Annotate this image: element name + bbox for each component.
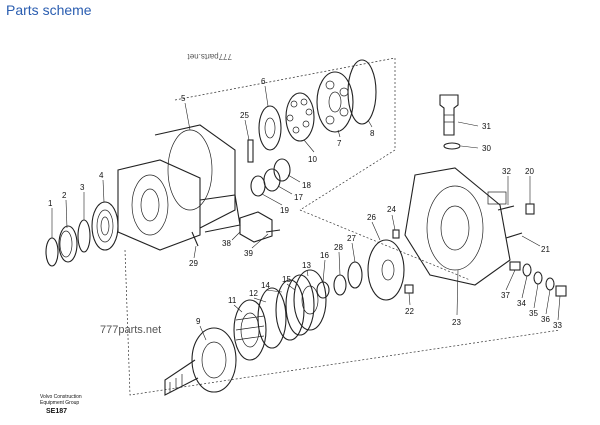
callout-27: 27 <box>347 234 356 243</box>
callout-26: 26 <box>367 213 376 222</box>
part-8-snap-ring <box>347 59 377 125</box>
part-37-plug <box>509 261 521 271</box>
callout-18: 18 <box>302 181 311 190</box>
part-21-bolt <box>505 232 523 239</box>
leader-lines <box>51 85 561 341</box>
callout-23: 23 <box>452 318 461 327</box>
callout-9: 9 <box>196 317 201 326</box>
part-25-pin <box>247 139 254 163</box>
callout-25: 25 <box>240 111 249 120</box>
part-17-ring <box>263 168 281 192</box>
callout-35: 35 <box>529 309 538 318</box>
part-14-disc <box>275 279 305 341</box>
part-30-oring <box>443 142 461 150</box>
caption-line1: Volvo Construction <box>40 394 82 400</box>
part-39-bolt <box>265 229 281 233</box>
part-35-ring <box>533 271 543 285</box>
exploded-parts-diagram: 1 2 3 4 5 6 7 8 9 10 11 12 13 14 15 16 1… <box>40 52 567 415</box>
watermark-middle: 777parts.net <box>100 324 161 336</box>
callout-1: 1 <box>48 199 53 208</box>
part-24-pin <box>392 229 400 239</box>
callout-34: 34 <box>517 299 526 308</box>
part-22-plug <box>404 284 414 294</box>
callout-39: 39 <box>244 249 253 258</box>
dashed-outline <box>124 57 561 396</box>
part-5-housing <box>117 124 241 251</box>
callout-32: 32 <box>502 167 511 176</box>
part-11-spring-set <box>233 299 267 361</box>
part-27-ring <box>347 261 363 289</box>
caption-line2: Equipment Group <box>40 400 79 406</box>
callout-6: 6 <box>261 77 266 86</box>
part-12-disc <box>257 287 287 349</box>
part-10-pistons <box>285 92 315 142</box>
part-7-plate <box>316 71 354 133</box>
callout-33: 33 <box>553 321 562 330</box>
part-26-valve-plate <box>367 239 405 301</box>
callout-2: 2 <box>62 191 67 200</box>
part-6-plate <box>258 105 282 151</box>
part-36-ring <box>545 277 555 291</box>
part-29-bolt <box>191 231 199 247</box>
part-23-cover <box>404 167 511 286</box>
callout-10: 10 <box>308 155 317 164</box>
callout-4: 4 <box>99 171 104 180</box>
callout-20: 20 <box>525 167 534 176</box>
callout-labels: 1 2 3 4 5 6 7 8 9 10 11 12 13 14 15 16 1… <box>48 77 562 330</box>
callout-24: 24 <box>387 205 396 214</box>
callout-12: 12 <box>249 289 258 298</box>
part-20-plug <box>525 203 535 215</box>
part-16-spring <box>316 281 330 299</box>
part-18-ring <box>273 158 291 182</box>
part-15-disc <box>285 274 315 336</box>
part-38-block <box>239 211 273 243</box>
caption-code: SE187 <box>46 408 67 415</box>
part-19-ring <box>250 175 266 197</box>
callout-22: 22 <box>405 307 414 316</box>
callout-17: 17 <box>294 193 303 202</box>
callout-31: 31 <box>482 122 491 131</box>
part-9-shaft <box>164 327 237 396</box>
callout-16: 16 <box>320 251 329 260</box>
watermark-top: 777parts.net <box>187 52 232 61</box>
part-34-ring <box>522 263 532 277</box>
callout-28: 28 <box>334 243 343 252</box>
callout-36: 36 <box>541 315 550 324</box>
part-1-ring <box>45 237 59 267</box>
callout-13: 13 <box>302 261 311 270</box>
callout-11: 11 <box>228 296 237 305</box>
part-2-ring <box>58 225 78 263</box>
part-28-ring <box>333 274 347 296</box>
part-33-plug <box>555 285 567 297</box>
callout-21: 21 <box>541 245 550 254</box>
callout-5: 5 <box>181 94 186 103</box>
callout-3: 3 <box>80 183 85 192</box>
page-title: Parts scheme <box>6 2 92 18</box>
callout-7: 7 <box>337 139 342 148</box>
callout-19: 19 <box>280 206 289 215</box>
part-4-bearing <box>91 201 119 251</box>
part-13-plate <box>293 269 327 331</box>
callout-38: 38 <box>222 239 231 248</box>
part-31-valve <box>439 94 459 136</box>
callout-14: 14 <box>261 281 270 290</box>
callout-30: 30 <box>482 144 491 153</box>
callout-29: 29 <box>189 259 198 268</box>
callout-37: 37 <box>501 291 510 300</box>
part-3-ring <box>77 219 91 253</box>
part-32-bolt <box>497 205 515 211</box>
callout-15: 15 <box>282 275 291 284</box>
callout-8: 8 <box>370 129 375 138</box>
